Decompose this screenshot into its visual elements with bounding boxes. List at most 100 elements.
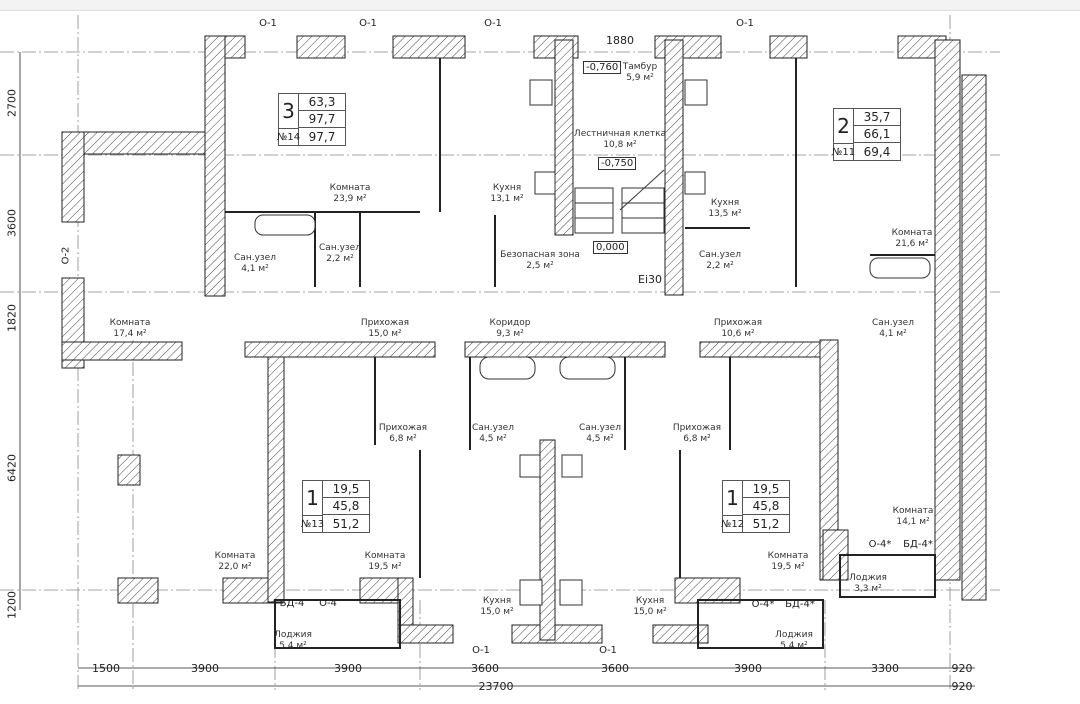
room-name: Прихожая [713,318,763,328]
room-name: Лоджия [775,630,813,640]
dimension-bottom: 3600 [601,662,629,675]
room-name: Сан.узел [472,423,514,433]
window-mark: О-1 [472,645,490,656]
dimension-bottom: 3600 [471,662,499,675]
window-mark: О-4* [751,599,775,610]
total-area-with-loggia: 51,2 [332,516,360,531]
door-mark: БД-4 [279,598,305,609]
dimension-top: 1880 [606,34,634,47]
room-area: 13,1 м² [490,194,524,204]
room-area: 4,1 м² [241,264,269,274]
living-area: 19,5 [323,481,369,498]
dimension-bottom: 1500 [92,662,120,675]
room-name: Лестничная клетка [573,129,667,139]
total-area: 45,8 [743,498,789,515]
living-area: 35,7 [854,109,900,126]
room-area: 5,4 м² [780,641,808,651]
apartment-card: 2 35,7 66,1 №11 69,4 [832,108,901,161]
room-name: Сан.узел [319,243,361,253]
total-area: 66,1 [854,126,900,143]
walls [61,35,987,644]
room-name: Комната [214,551,256,561]
room-area: 19,5 м² [771,562,805,572]
apartment-rooms: 1 [303,481,323,515]
room-area: 10,8 м² [603,140,637,150]
partitions [225,58,936,649]
room-name: Сан.узел [579,423,621,433]
room-name: Коридор [489,318,531,328]
room-area: 15,0 м² [368,329,402,339]
room-area: 6,8 м² [389,434,417,444]
apartment-card: 1 19,5 45,8 №13 51,2 [301,480,370,533]
room-name: Сан.узел [699,250,741,260]
room-name: Лоджия [849,573,887,583]
room-name: Кухня [482,596,512,606]
room-name: Комната [109,318,151,328]
room-name: Комната [892,506,934,516]
total-area-with-loggia: 97,7 [308,129,336,144]
dimension-bottom: 920 [951,662,973,675]
room-area: 14,1 м² [896,517,930,527]
room-area: 13,5 м² [708,209,742,219]
room-area: 15,0 м² [480,607,514,617]
room-name: Кухня [710,198,740,208]
room-area: 17,4 м² [113,329,147,339]
room-area: 5,9 м² [626,73,654,83]
dimension-left: 1820 [5,304,19,332]
dimension-total: 920 [951,680,973,693]
room-name: Лоджия [274,630,312,640]
total-area: 45,8 [323,498,369,515]
room-area: 6,8 м² [683,434,711,444]
window-mark: О-1 [259,18,277,29]
room-name: Комната [364,551,406,561]
room-area: 15,0 м² [633,607,667,617]
dimension-left: 6420 [5,454,19,482]
room-name: Тамбур [622,62,658,72]
dimension-bottom: 3900 [334,662,362,675]
dimension-lines [19,52,975,687]
room-name: Комната [891,228,933,238]
apartment-card: 1 19,5 45,8 №12 51,2 [721,480,790,533]
level-mark: 0,000 [593,241,628,254]
room-area: 2,5 м² [526,261,554,271]
room-name: Комната [767,551,809,561]
room-name: Сан.узел [872,318,914,328]
room-area: 4,5 м² [586,434,614,444]
room-name: Прихожая [672,423,722,433]
living-area: 19,5 [743,481,789,498]
apartment-number: №11 [832,143,855,160]
toolbar-strip [0,0,1080,11]
room-name: Кухня [635,596,665,606]
room-area: 19,5 м² [368,562,402,572]
dimension-bottom: 3900 [734,662,762,675]
apartment-number: №14 [277,128,300,145]
room-area: 23,9 м² [333,194,367,204]
dimension-bottom: 3300 [871,662,899,675]
room-area: 22,0 м² [218,562,252,572]
level-mark: -0,760 [583,61,622,74]
room-name: Сан.узел [234,253,276,263]
